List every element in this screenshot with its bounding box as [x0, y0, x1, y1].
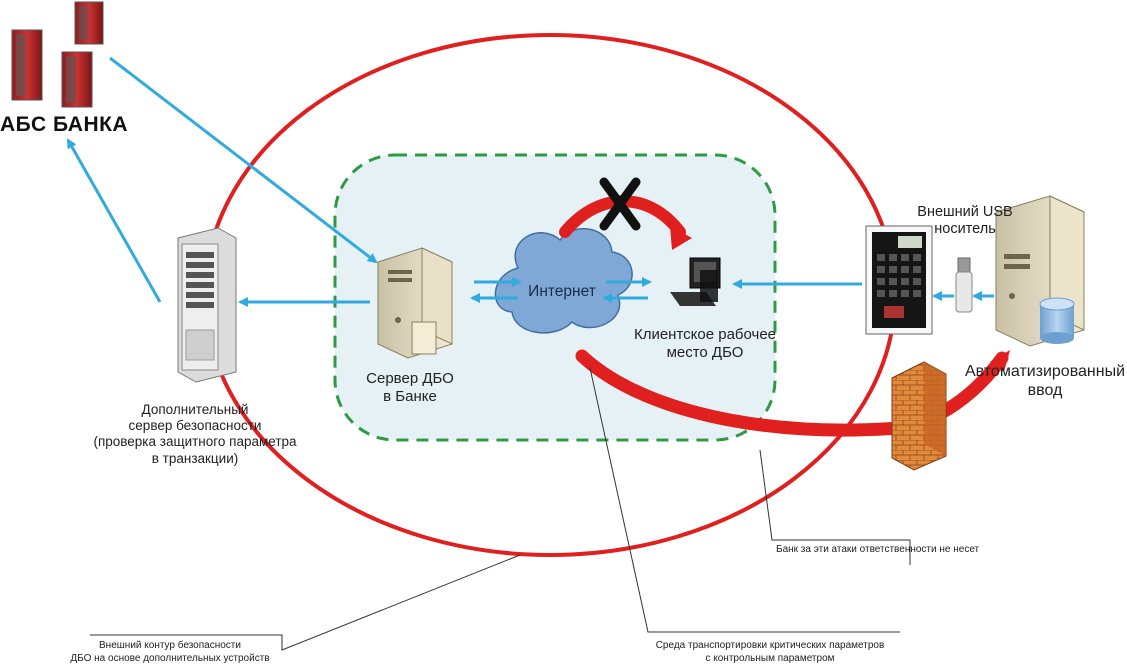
transport-env-note: Среда транспортировки критических параме…	[640, 640, 900, 665]
security-server-line-2: сервер безопасности	[128, 418, 262, 434]
database-icon	[1039, 297, 1075, 344]
env-note-line-1: Среда транспортировки критических параме…	[655, 640, 885, 651]
security-server-label: Дополнительный сервер безопасности (пров…	[80, 402, 310, 467]
server-rack-icon	[11, 1, 104, 108]
bank-responsibility-note: Банк за эти атаки ответственности не нес…	[776, 544, 980, 555]
usb-drive-icon	[955, 257, 973, 313]
outer-note-line-2: ДБО на основе дополнительных устройств	[70, 652, 270, 664]
arrow-security-to-abs	[66, 138, 162, 303]
callout-outer-line	[90, 554, 521, 651]
flow-arrows	[66, 56, 994, 307]
usb-carrier-label: Внешний USB носитель	[910, 204, 1020, 239]
security-server-line-1: Дополнительный	[141, 402, 249, 417]
server-dbo-line-1: Сервер ДБО	[366, 370, 454, 387]
firewall-icon	[891, 361, 947, 471]
outer-contour-note: Внешний контур безопасности ДБО на основ…	[60, 640, 280, 665]
env-note-line-2: с контрольным параметром	[705, 652, 835, 664]
server-dbo-line-2: в Банке	[383, 388, 437, 405]
security-server-line-4: в транзакции)	[151, 450, 239, 466]
auto-line-2: ввод	[1027, 382, 1063, 400]
keypad-device-icon	[865, 225, 933, 335]
automated-input-label: Автоматизированный ввод	[950, 362, 1127, 400]
server-tower-icon	[177, 227, 237, 383]
server-tower-icon	[377, 247, 453, 359]
attack-path	[575, 349, 1009, 437]
auto-line-1: Автоматизированный	[964, 363, 1126, 380]
abs-bank-label: АБС БАНКА	[0, 113, 129, 136]
attack-arrowhead	[990, 350, 1010, 372]
security-server-line-3: (проверка защитного параметра	[93, 434, 297, 450]
usb-line-2: носитель	[934, 221, 996, 238]
callout-env-line	[589, 367, 900, 633]
callout-bank-line	[759, 449, 911, 565]
usb-line-1: Внешний USB	[917, 204, 1013, 220]
client-line-1: Клиентское рабочее	[633, 326, 777, 343]
blocked-attack-arrowhead	[670, 226, 692, 250]
internet-label: Интернет	[528, 283, 596, 300]
client-workstation-label: Клиентское рабочее место ДБО	[610, 326, 800, 362]
callout-lines	[90, 367, 911, 651]
block-x-icon	[599, 177, 641, 231]
server-dbo-label: Сервер ДБО в Банке	[355, 370, 465, 406]
outer-note-line-1: Внешний контур безопасности	[99, 640, 241, 651]
computer-icon	[670, 257, 721, 306]
arrow-abs-to-server	[109, 56, 378, 264]
cloud-icon	[494, 227, 633, 334]
client-line-2: место ДБО	[666, 344, 744, 361]
